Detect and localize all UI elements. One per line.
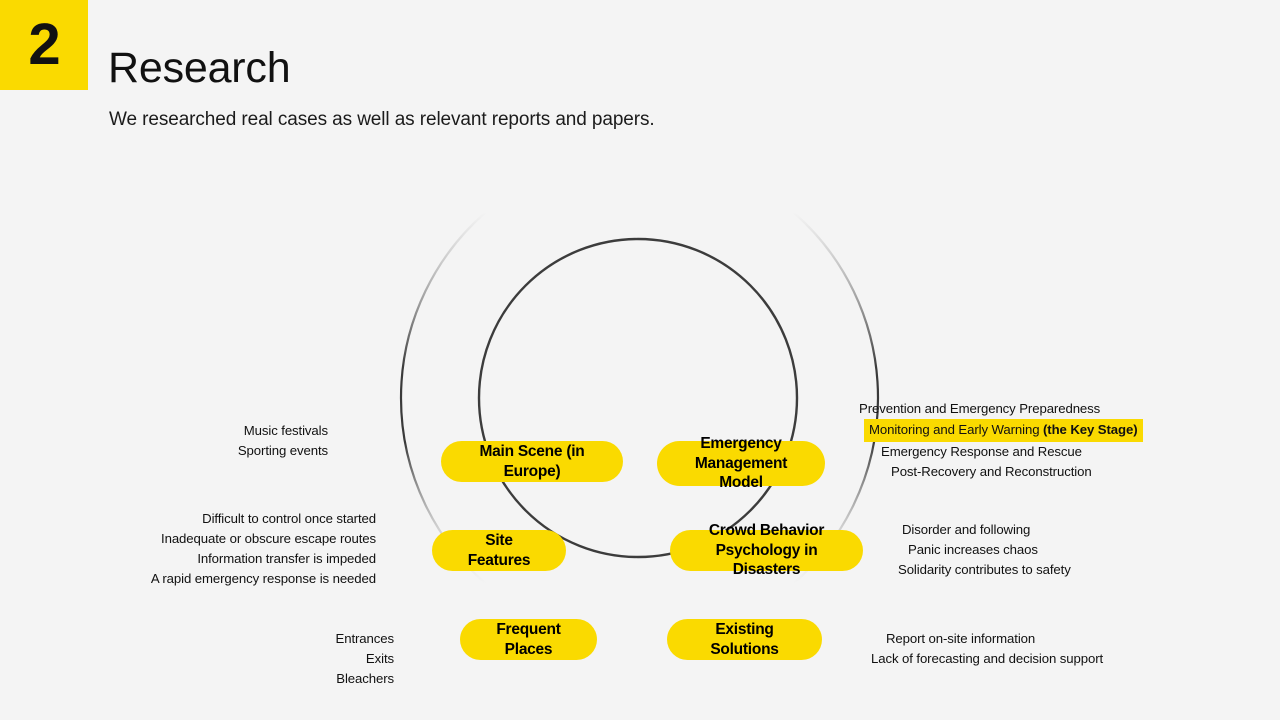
annotation-line: Disorder and following bbox=[902, 522, 1031, 537]
annotation-highlight-line: Monitoring and Early Warning (the Key St… bbox=[859, 419, 1143, 443]
page-subtitle: We researched real cases as well as rele… bbox=[109, 109, 655, 130]
annotation-line: Emergency Response and Rescue bbox=[881, 444, 1082, 460]
annotation-line: Prevention and Emergency Preparedness bbox=[859, 401, 1101, 416]
section-number-badge: 2 bbox=[0, 0, 88, 90]
annotation-line: Report on-site information bbox=[886, 631, 1036, 646]
section-number: 2 bbox=[28, 12, 60, 77]
annotation-line: Entrances bbox=[335, 631, 395, 646]
annotation-line: Inadequate or obscure escape routes bbox=[161, 531, 376, 547]
annotation-music-festivals: Music festivals Sporting events bbox=[238, 421, 328, 461]
outer-arc-left bbox=[399, 210, 488, 586]
page-title: Research bbox=[108, 44, 291, 92]
annotation-places: Entrances Exits Bleachers bbox=[335, 629, 395, 689]
annotation-line: Music festivals bbox=[243, 423, 328, 438]
node-site-features[interactable]: Site Features bbox=[432, 530, 566, 571]
node-main-scene[interactable]: Main Scene (in Europe) bbox=[441, 441, 623, 482]
annotation-line: Exits bbox=[365, 651, 394, 667]
status-badge-key-stage: Monitoring and Early Warning (the Key St… bbox=[864, 419, 1143, 443]
highlight-text: Monitoring and Early Warning bbox=[869, 422, 1043, 438]
research-diagram: Main Scene (in Europe) Emergency Managem… bbox=[0, 150, 1280, 686]
node-emergency-model[interactable]: Emergency Management Model bbox=[657, 435, 825, 491]
annotation-line: A rapid emergency response is needed bbox=[150, 571, 376, 587]
annotation-line: Panic increases chaos bbox=[908, 542, 1038, 558]
annotation-line: Information transfer is impeded bbox=[197, 551, 376, 567]
annotation-line: Solidarity contributes to safety bbox=[898, 562, 1071, 578]
annotation-line: Post-Recovery and Reconstruction bbox=[891, 464, 1092, 480]
annotation-difficulties: Difficult to control once started Inadeq… bbox=[151, 509, 376, 589]
node-frequent-places[interactable]: Frequent Places bbox=[460, 619, 597, 660]
annotation-disorder: Disorder and following Panic increases c… bbox=[898, 520, 1071, 580]
highlight-bold: (the Key Stage) bbox=[1043, 422, 1138, 438]
node-existing-solutions[interactable]: Existing Solutions bbox=[667, 619, 822, 660]
annotation-line: Lack of forecasting and decision support bbox=[871, 651, 1104, 667]
annotation-prevention-cycle: Prevention and Emergency Preparedness Mo… bbox=[859, 399, 1143, 482]
annotation-line: Bleachers bbox=[336, 671, 394, 687]
inner-circle bbox=[477, 237, 799, 559]
node-crowd-behavior[interactable]: Crowd Behavior Psychology in Disasters bbox=[670, 522, 863, 578]
annotation-line: Sporting events bbox=[237, 443, 328, 459]
annotation-report: Report on-site information Lack of forec… bbox=[871, 629, 1103, 669]
annotation-line: Difficult to control once started bbox=[202, 511, 376, 526]
